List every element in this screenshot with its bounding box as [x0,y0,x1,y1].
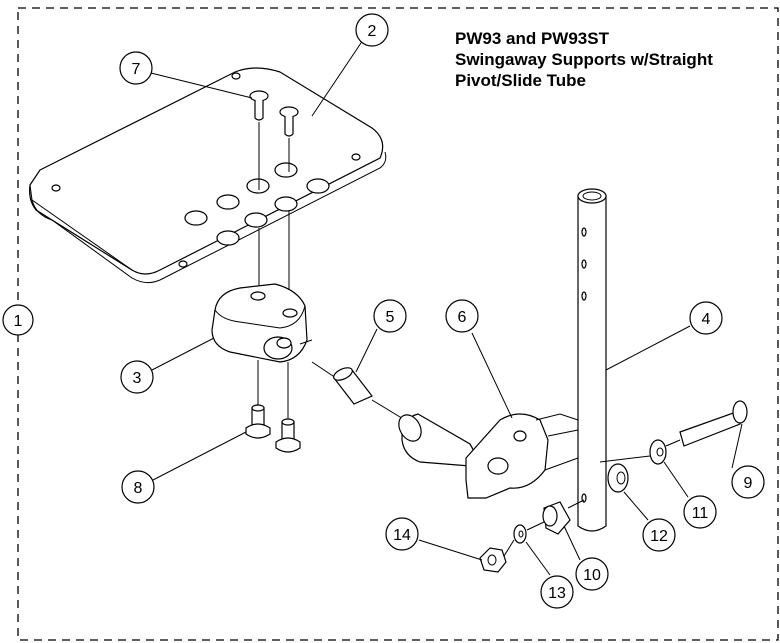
callout-11: 11 [683,495,717,529]
callout-10-label: 10 [583,567,601,584]
callout-5: 5 [373,299,407,333]
leader-lines [18,39,743,576]
callout-3-label: 3 [133,370,142,387]
callout-7: 7 [119,51,153,85]
footplate [29,67,387,284]
callout-4: 4 [689,301,723,335]
top-screw-right [279,106,299,172]
top-screw-left [249,90,269,190]
callout-4-label: 4 [702,311,711,328]
spacer-12 [607,463,629,493]
nut-14 [479,547,507,573]
title-line-1: PW93 and PW93ST [455,29,609,48]
washer-13 [513,524,527,544]
bottom-bolt-right [275,418,301,453]
clamp-block [211,283,313,363]
callout-14-label: 14 [393,527,411,544]
callout-2-label: 2 [368,23,377,40]
callout-9: 9 [731,465,765,499]
callout-3: 3 [120,360,154,394]
bottom-bolt-left [245,404,271,439]
callout-11-label: 11 [692,505,709,522]
callout-5-label: 5 [386,309,395,326]
callout-12-label: 12 [650,528,668,545]
callout-2: 2 [355,13,389,47]
callout-6-label: 6 [458,309,467,326]
diagram-title: PW93 and PW93ST Swingaway Supports w/Str… [455,28,765,91]
callout-7-label: 7 [132,61,141,78]
callout-8: 8 [121,470,155,504]
pivot-bolt [679,400,748,447]
assembly-bracket [17,7,779,641]
callout-8-label: 8 [134,480,143,497]
callout-14: 14 [385,517,419,551]
callout-10: 10 [575,557,609,591]
callout-1-label: 1 [14,313,23,330]
bushing [333,367,373,405]
washer-11 [649,439,667,465]
callout-6: 6 [445,299,479,333]
callout-12: 12 [642,518,676,552]
callout-13-label: 13 [548,585,566,602]
vertical-tube [577,188,607,532]
title-line-2: Swingaway Supports w/Straight [455,50,713,69]
pivot-arm [398,413,579,499]
callout-9-label: 9 [744,475,753,492]
callout-13: 13 [540,575,574,609]
title-line-3: Pivot/Slide Tube [455,71,586,90]
callout-1: 1 [2,304,34,336]
